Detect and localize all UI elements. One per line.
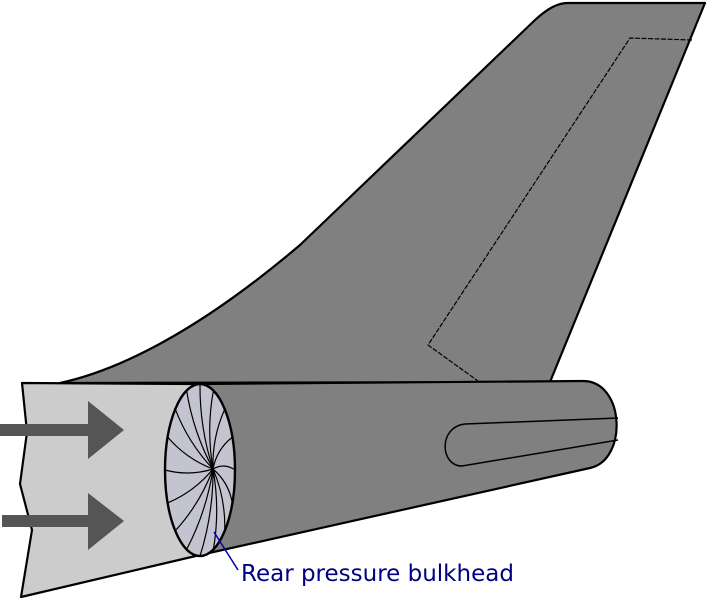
bulkhead-rib — [212, 468, 218, 550]
bulkhead-rib — [167, 468, 214, 504]
bulkhead-rib — [209, 390, 214, 470]
bulkhead-rib — [212, 468, 233, 504]
bulkhead-rib — [174, 408, 214, 470]
bulkhead-leader-line — [213, 531, 239, 571]
bulkhead-rib — [212, 465, 236, 471]
bulkhead-rib — [167, 436, 214, 470]
tail-cone-slot — [444, 417, 619, 467]
bulkhead-rib — [199, 383, 214, 470]
right-arrow-icon — [2, 493, 124, 550]
bulkhead-rib — [174, 468, 214, 532]
bulkhead-rib — [186, 390, 214, 470]
vertical-fin — [58, 1, 707, 385]
bulkhead-rib — [212, 436, 233, 470]
bulkhead-rib — [164, 468, 214, 474]
bulkhead-label: Rear pressure bulkhead — [241, 561, 514, 587]
right-arrow-icon — [0, 401, 124, 459]
bulkhead-rib — [199, 468, 214, 557]
bulkhead-rib — [186, 468, 214, 550]
bulkhead-rib — [212, 408, 226, 470]
tail-cone — [198, 379, 618, 557]
rear-pressure-bulkhead — [163, 382, 237, 558]
bulkhead-rib — [212, 468, 226, 531]
